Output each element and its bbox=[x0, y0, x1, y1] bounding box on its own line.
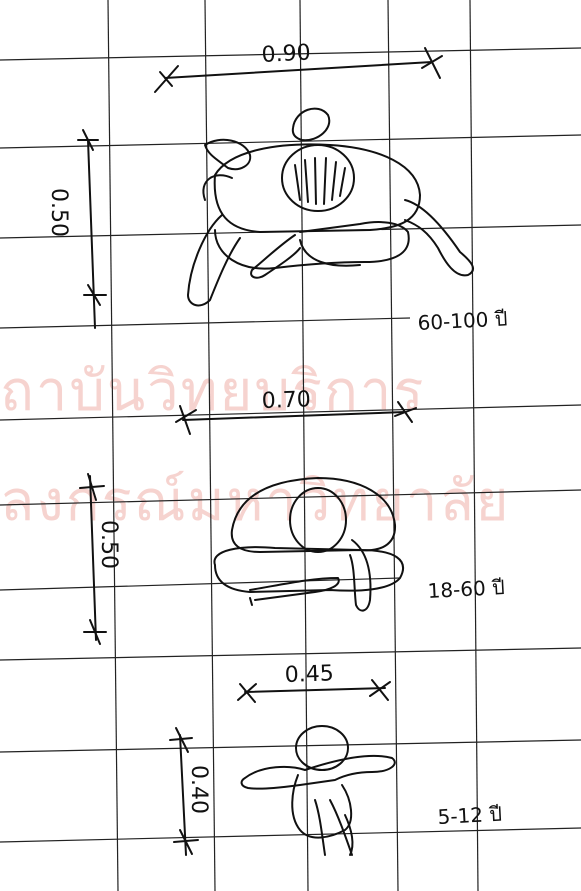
elder-knee bbox=[299, 239, 361, 267]
adult-lap bbox=[213, 546, 405, 593]
adult-foot bbox=[249, 597, 253, 606]
grid-vline bbox=[107, 0, 119, 891]
watermark: ถาบันวิทยบริการ ลงกรณ์มหาวิทยาลัย bbox=[0, 359, 511, 534]
elder-left-arm bbox=[204, 138, 252, 171]
child-legs bbox=[314, 799, 354, 856]
labels: 0.90 0.50 60-100 ปี 0.70 0.50 18-60 ปี 0… bbox=[46, 40, 508, 829]
width-dimension bbox=[175, 401, 417, 435]
grid-vline bbox=[387, 0, 399, 891]
grid-vline bbox=[469, 0, 479, 891]
child-head bbox=[295, 725, 349, 771]
grid-hline bbox=[0, 404, 581, 421]
age-label-elder: 60-100 ปี bbox=[417, 306, 508, 335]
depth-dimension bbox=[79, 473, 107, 645]
grid-hline bbox=[0, 489, 581, 506]
elder-lap bbox=[214, 221, 410, 270]
elder-right-leg bbox=[250, 234, 301, 279]
adult-right-arm bbox=[349, 539, 372, 612]
depth-dimension bbox=[77, 129, 107, 329]
grid-vline bbox=[204, 0, 216, 891]
elder-torso bbox=[213, 143, 421, 233]
figure-child bbox=[169, 679, 396, 856]
grid-hline bbox=[0, 134, 581, 149]
watermark-line-2: ลงกรณ์มหาวิทยาลัย bbox=[0, 469, 511, 534]
elder-right-arm bbox=[404, 199, 475, 277]
figure-elder bbox=[77, 47, 475, 329]
figure-adult bbox=[79, 401, 417, 645]
grid-hline bbox=[0, 47, 581, 61]
width-label-elder: 0.90 bbox=[261, 40, 311, 68]
depth-dimension bbox=[169, 727, 199, 856]
adult-head bbox=[289, 487, 347, 553]
width-label-adult: 0.70 bbox=[261, 387, 311, 414]
depth-label-child: 0.40 bbox=[186, 765, 211, 814]
width-label-child: 0.45 bbox=[284, 661, 334, 688]
grid-hline bbox=[0, 827, 581, 843]
adult-left-leg bbox=[249, 577, 340, 601]
elder-left-leg bbox=[187, 214, 241, 307]
elder-bun bbox=[291, 107, 331, 142]
grid-hline bbox=[0, 647, 581, 661]
grid-hline bbox=[0, 317, 411, 329]
elder-hair bbox=[294, 157, 346, 205]
elder-back bbox=[202, 174, 233, 201]
adult-shoulders bbox=[230, 477, 397, 553]
depth-label-adult: 0.50 bbox=[96, 520, 121, 569]
grid-hline bbox=[0, 739, 581, 753]
age-label-child: 5-12 ปี bbox=[437, 802, 503, 829]
age-label-adult: 18-60 ปี bbox=[427, 575, 505, 603]
elder-head bbox=[281, 144, 355, 212]
width-dimension bbox=[237, 679, 391, 703]
child-body bbox=[291, 774, 353, 839]
depth-label-elder: 0.50 bbox=[46, 188, 71, 237]
width-dimension bbox=[154, 47, 443, 93]
grid-hline bbox=[0, 577, 401, 591]
grid-vline bbox=[299, 0, 309, 891]
child-arms bbox=[240, 754, 396, 790]
